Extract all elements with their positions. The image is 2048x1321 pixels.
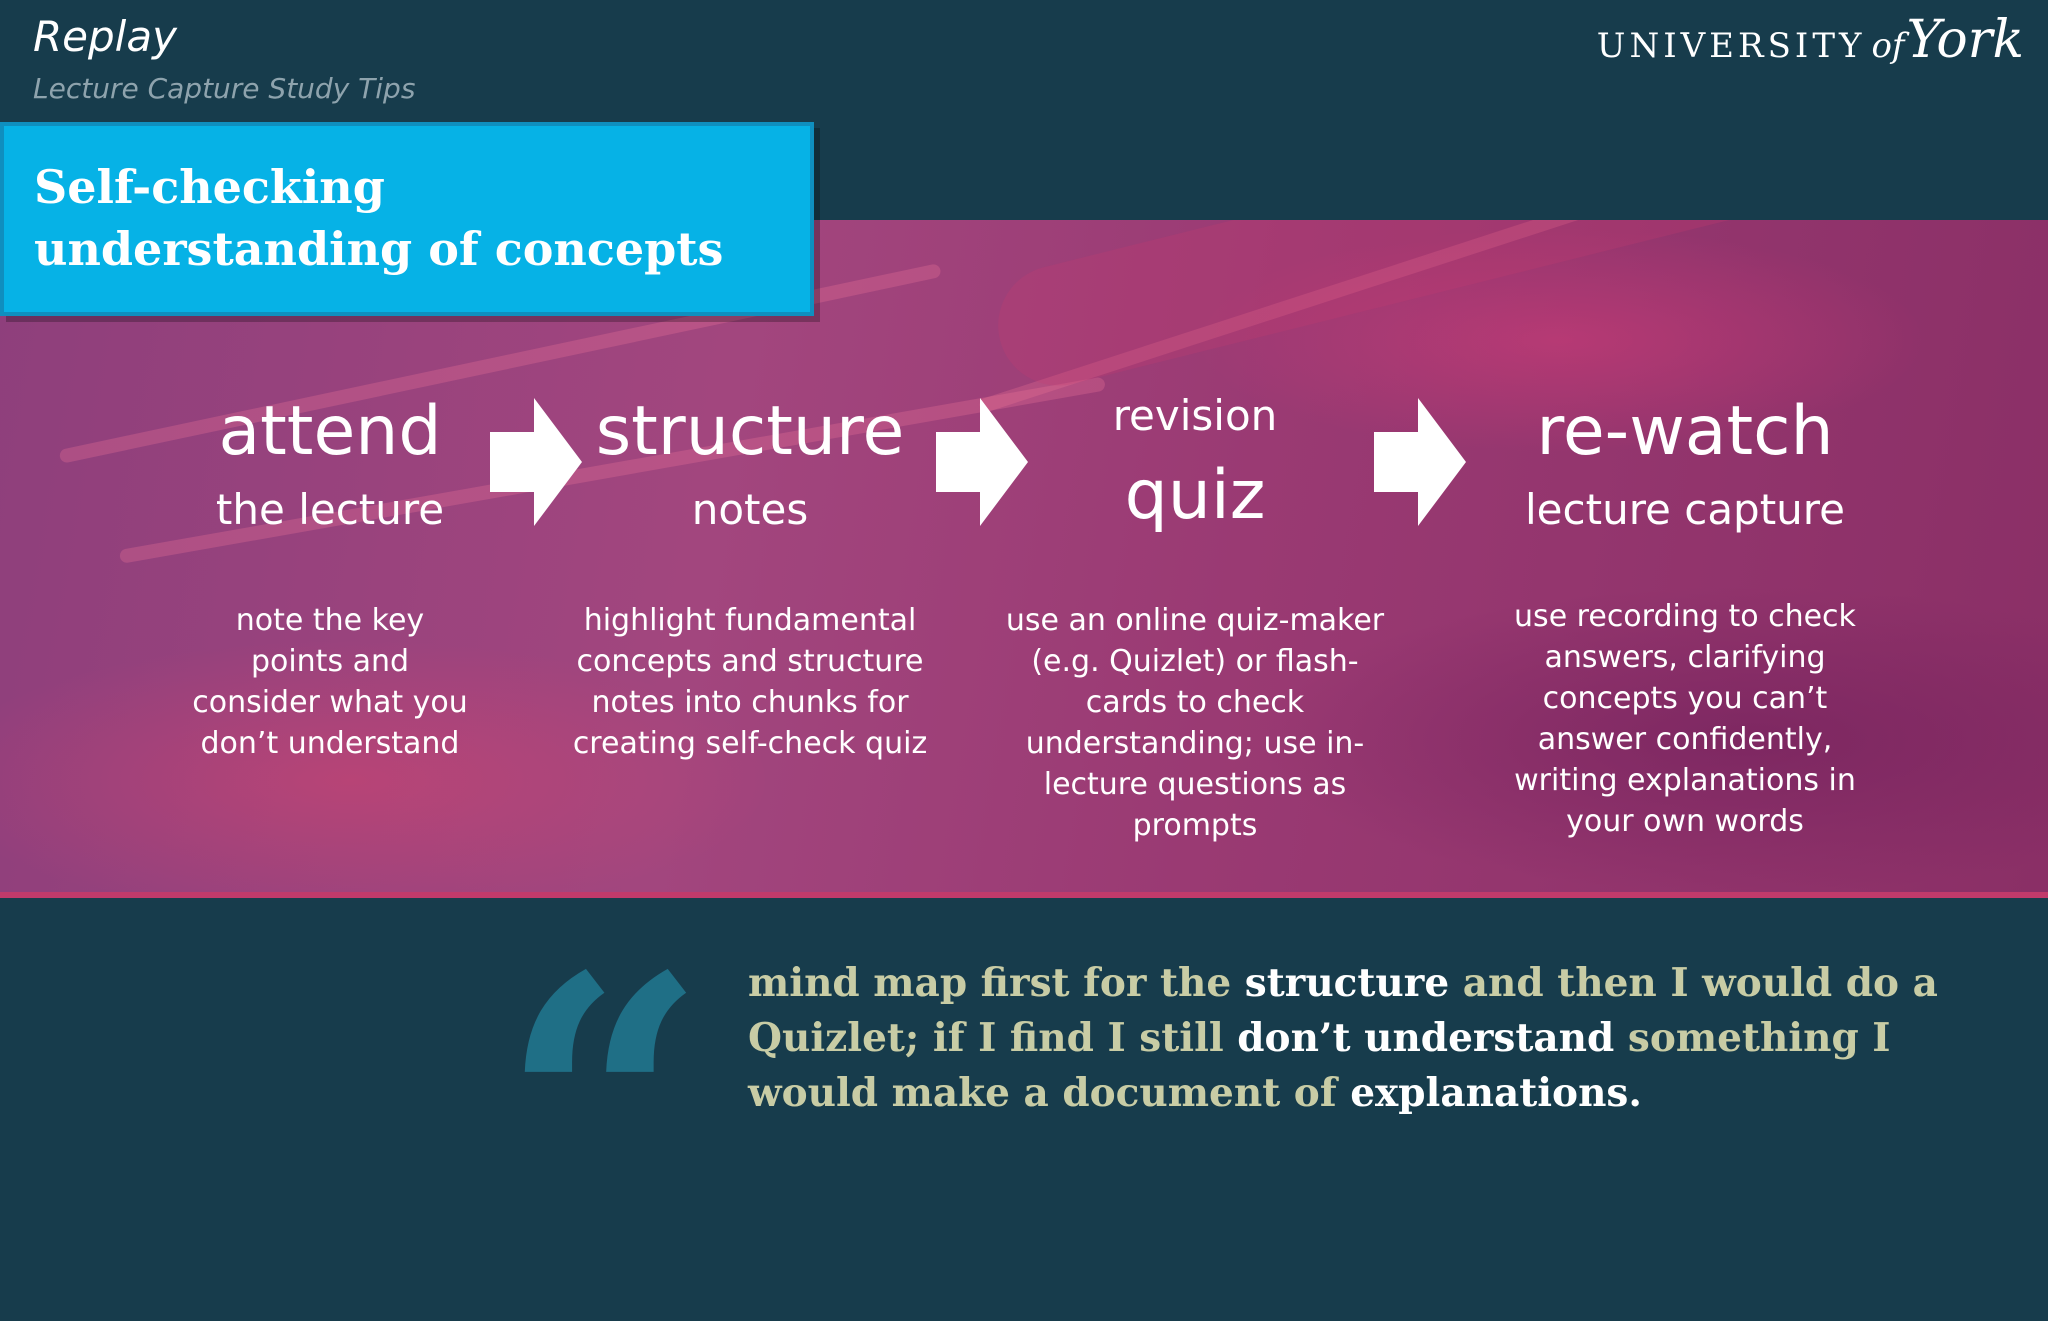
quote-part: something I would make a document of [748,1015,1891,1116]
step-attend-sub: the lecture [215,485,445,534]
step-structure-sub: notes [691,485,809,534]
step-quiz-pre: revision [1112,391,1278,440]
desc-line: cards to check [1085,685,1305,720]
desc-line: understanding; use in- [1025,726,1365,761]
step-attend-main: attend [218,392,442,471]
arrow-right-icon [490,398,582,526]
desc-line: use an online quiz-maker [1005,603,1385,638]
arrow-right-icon [936,398,1028,526]
desc-line: note the key [235,603,425,638]
step-quiz-main: quiz [1124,456,1266,535]
quote-part: and then I would do a Quizlet; if I find… [748,960,1938,1061]
step-rewatch-sub: lecture capture [1525,485,1845,534]
step-structure-desc: highlight fundamental concepts and struc… [560,600,940,764]
step-rewatch-desc: use recording to check answers, clarifyi… [1480,596,1890,842]
title-line-2: understanding of concepts [34,222,724,276]
desc-line: concepts and structure [576,644,924,679]
desc-line: points and [250,644,410,679]
title-box: Self-checking understanding of concepts [0,122,814,316]
desc-line: don’t understand [200,726,460,761]
quote-emphasis: structure [1244,960,1450,1006]
arrow-right-icon [1374,398,1466,526]
quote-text: mind map first for the structure and the… [748,956,2028,1121]
step-quiz-desc: use an online quiz-maker (e.g. Quizlet) … [1000,600,1390,846]
desc-line: creating self-check quiz [572,726,928,761]
quote-mark-icon: “ [500,898,708,1321]
step-attend-desc: note the key points and consider what yo… [160,600,500,764]
title-line-1: Self-checking [34,160,385,214]
content-band [0,220,2048,898]
step-structure-main: structure [595,392,905,471]
desc-line: concepts you can’t [1542,681,1828,716]
quote-emphasis: don’t understand [1237,1015,1615,1061]
desc-line: your own words [1566,804,1804,839]
logo-of: of [1871,26,1905,66]
header-subtitle: Lecture Capture Study Tips [33,72,416,105]
desc-line: answers, clarifying [1544,640,1826,675]
desc-line: writing explanations in [1514,763,1856,798]
university-logo: UNIVERSITY of York [1597,10,2024,70]
title-text: Self-checking understanding of concepts [34,156,794,280]
background-streak [985,220,2048,399]
logo-york: York [1906,10,2024,70]
desc-line: notes into chunks for [591,685,909,720]
quote-emphasis: explanations. [1350,1070,1642,1116]
desc-line: answer confidently, [1537,722,1833,757]
desc-line: prompts [1132,808,1258,843]
quote-part: mind map first for the [748,960,1245,1006]
desc-line: consider what you [192,685,468,720]
header-title: Replay [33,12,177,61]
logo-word: UNIVERSITY [1596,26,1866,66]
desc-line: use recording to check [1514,599,1856,634]
step-rewatch-main: re-watch [1536,392,1834,471]
desc-line: lecture questions as [1043,767,1347,802]
desc-line: (e.g. Quizlet) or flash- [1031,644,1359,679]
desc-line: highlight fundamental [583,603,917,638]
